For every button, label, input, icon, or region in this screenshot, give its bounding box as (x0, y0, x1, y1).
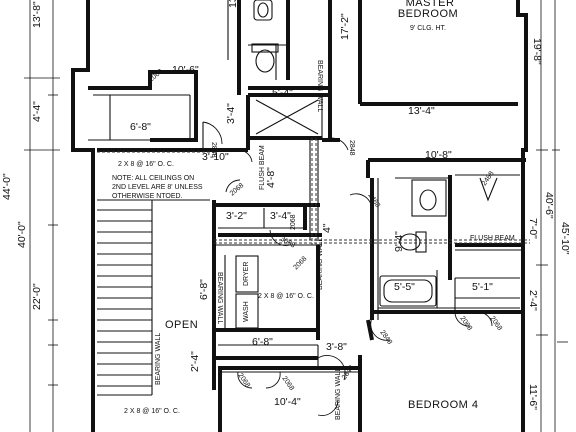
open-label: OPEN (165, 319, 198, 331)
wash-label: WASH (243, 301, 250, 322)
door-swing-icon (237, 371, 253, 389)
dim-6-8-closet: 6'-8" (130, 121, 151, 133)
bath2-toilet-tank-icon (415, 231, 427, 253)
toilet-icon (255, 49, 275, 73)
master-ceiling-height: 9' CLG. HT. (410, 25, 446, 32)
stairs (97, 199, 210, 396)
door-swing-icon (370, 317, 391, 341)
dim-top-17-2: 17'-2" (339, 13, 351, 40)
dim-misc-4-inch: 4" (321, 223, 333, 233)
dim-left-40-0: 40'-0" (16, 221, 28, 248)
joist-label-upper: 2 X 8 @ 16" O. C. (118, 161, 174, 168)
dim-right-45-10: 45'-10" (559, 222, 571, 255)
upper-left-rooms (88, 0, 362, 152)
door-code: 2848 (378, 329, 393, 346)
bath2-toilet-icon (399, 233, 421, 251)
dim-right-2-4: 2'-4" (527, 290, 539, 311)
dim-right-11-6: 11'-6" (527, 384, 539, 410)
dim-3-8: 3'-8" (326, 341, 347, 353)
dim-10-4: 10'-4" (274, 396, 301, 408)
bearing-wall-label-bottom: BEARING WALL (335, 368, 342, 420)
beam-lines (97, 138, 530, 245)
bedroom4-label: BEDROOM 4 (408, 399, 479, 411)
dim-5-5: 5'-5" (394, 281, 415, 293)
dim-5-4: 5'-4" (272, 87, 293, 99)
door-code: 2848 (348, 140, 355, 156)
dim-left-4-4: 4'-4" (31, 101, 43, 122)
dim-3-4-vertical: 3'-4" (225, 103, 237, 124)
note-line-2: 2ND LEVEL ARE 8' UNLESS (112, 184, 203, 191)
door-code: 2468 (366, 192, 381, 209)
door-swing-icon (269, 229, 291, 246)
flush-beam-label-center: FLUSH BEAM (259, 145, 266, 190)
left-dimension-lines (24, 0, 60, 432)
dim-10-8: 10'-8" (425, 149, 452, 161)
flush-beam-label-right: FLUSH BEAM (470, 235, 515, 242)
door-code: 3068 (279, 236, 296, 250)
joist-label-lower: 2 X 8 @ 16" O. C. (124, 408, 180, 415)
door-code: 2068 (280, 375, 295, 392)
bathtub-icon (379, 275, 437, 307)
dim-3-10: 3'-10" (202, 151, 229, 163)
dryer-icon (235, 255, 259, 293)
dim-3-4: 3'-4" (270, 210, 291, 222)
door-code: 2068 (292, 255, 308, 271)
sink-icon (253, 0, 273, 21)
dim-6-8-laundry: 6'-8" (252, 336, 273, 348)
door-swing-icon (317, 399, 339, 416)
bathtub-inner-icon (383, 279, 433, 303)
bath2-vanity-icon (411, 179, 447, 217)
center-walls (212, 138, 374, 432)
door-swing-icon (225, 179, 241, 193)
dim-10-6: 10'-6" (172, 64, 199, 76)
door-swing-icon (349, 193, 373, 211)
dim-right-19-8: 19'-8" (531, 38, 543, 65)
door-code: 2848 (210, 142, 217, 158)
joist-label-laundry: 2 X 8 @ 16" O. C. (258, 293, 314, 300)
bearing-wall-label-lower: BEARING WALL (155, 333, 162, 385)
master-bedroom-label-line1: MASTER (406, 0, 455, 9)
basin-icon (257, 2, 269, 18)
bearing-wall-label-laundry: BEARING WALL (216, 272, 223, 324)
dim-13-4: 13'-4" (408, 105, 435, 117)
door-swing-icon (202, 121, 223, 145)
door-swing-icon (454, 311, 471, 327)
dim-5-1: 5'-1" (472, 281, 493, 293)
door-swing-icon (477, 311, 493, 327)
bath2-sink-icon (419, 189, 437, 211)
right-dimension-lines (536, 0, 568, 432)
door-swings (202, 121, 493, 416)
dim-3-2: 3'-2" (226, 210, 247, 222)
bearing-wall-label-mid: BEARING WALL (317, 238, 324, 290)
dim-right-7-0: 7'-0" (527, 218, 539, 239)
bearing-wall-label-top: BEARING WALL (316, 60, 323, 112)
note-line-1: NOTE: ALL CEILINGS ON (112, 175, 194, 182)
dryer-label: DRYER (243, 262, 250, 286)
master-bedroom-label-line2: BEDROOM (398, 8, 458, 20)
exterior-walls (71, 0, 528, 432)
toilet-tank-icon (251, 43, 279, 53)
door-swing-icon (329, 137, 349, 151)
dim-misc-9-4: 9'-4" (393, 231, 405, 252)
door-code: 2068 (236, 372, 251, 389)
dim-4-8: 4'-8" (265, 167, 277, 188)
dim-left-13-8: 13'-8" (31, 1, 43, 28)
dim-top-13: 13' (227, 0, 239, 8)
dim-left-2-4: 2'-4" (189, 351, 201, 372)
top-bath-fixtures (251, 0, 279, 73)
dim-left-22-0: 22'-0" (31, 283, 43, 310)
door-code: 2068 (488, 315, 503, 332)
dim-right-40-6: 40'-6" (543, 192, 555, 219)
middle-walls (360, 102, 526, 320)
dim-left-44-0: 44'-0" (1, 173, 13, 200)
door-swing-icon (317, 355, 346, 381)
door-swing-icon (239, 149, 253, 163)
door-swing-icon (265, 371, 281, 389)
note-line-3: OTHERWISE NTOED. (112, 193, 183, 200)
dim-6-8-vertical: 6'-8" (198, 279, 210, 300)
door-code: 2468 (481, 170, 496, 187)
door-code: 2068 (290, 214, 297, 230)
door-code: 2068 (229, 182, 246, 197)
